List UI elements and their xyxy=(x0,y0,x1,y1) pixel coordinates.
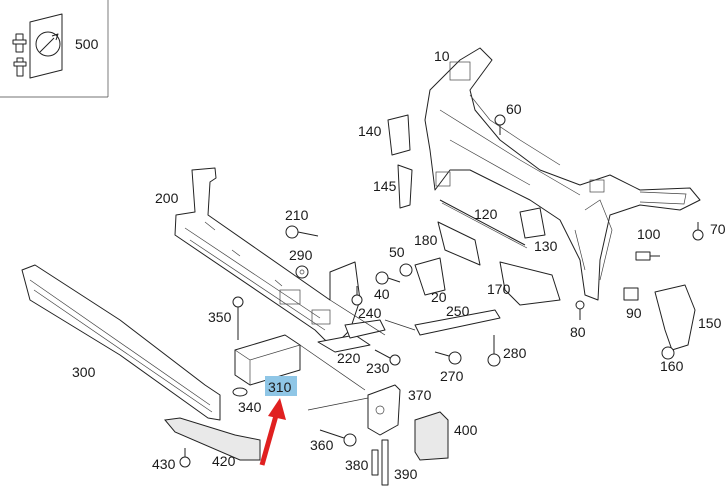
bolt-380 xyxy=(371,449,379,476)
label-145: 145 xyxy=(373,178,397,194)
red-arrow-icon xyxy=(259,398,286,466)
part-370-bracket xyxy=(367,384,401,436)
fastener-260 xyxy=(351,286,363,306)
part-310-crash-box xyxy=(234,334,301,386)
fastener-100 xyxy=(635,251,660,261)
part-120-strip xyxy=(439,199,528,249)
part-300-bumper-beam xyxy=(21,264,221,421)
part-310-highlight xyxy=(265,376,297,396)
part-160-clip xyxy=(661,346,675,360)
part-labels: 500 10 60 140 145 200 210 120 70 180 130… xyxy=(72,36,726,482)
bolt-390 xyxy=(381,439,389,486)
part-150-air-guide xyxy=(654,284,696,351)
bolt-360 xyxy=(319,429,357,447)
label-160: 160 xyxy=(660,358,684,374)
label-300: 300 xyxy=(72,364,96,380)
label-280: 280 xyxy=(503,345,527,361)
part-170-cover xyxy=(499,261,561,306)
part-250-rail xyxy=(414,309,501,336)
leader-lines xyxy=(299,299,416,411)
label-50: 50 xyxy=(389,244,405,260)
label-70: 70 xyxy=(710,221,726,237)
part-420-lower-beam xyxy=(164,417,261,461)
label-100: 100 xyxy=(637,226,661,242)
label-500: 500 xyxy=(75,36,99,52)
part-130-bracket xyxy=(519,207,546,239)
label-170: 170 xyxy=(487,281,511,297)
label-250: 250 xyxy=(446,303,470,319)
bolt-230 xyxy=(374,349,401,366)
fastener-40 xyxy=(375,271,401,285)
label-420: 420 xyxy=(212,453,236,469)
part-180-bracket xyxy=(437,221,481,266)
label-430: 430 xyxy=(152,456,176,472)
part-200-bumper-carrier xyxy=(174,167,361,346)
label-380: 380 xyxy=(345,457,369,473)
label-310: 310 xyxy=(268,379,292,395)
label-370: 370 xyxy=(408,387,432,403)
label-130: 130 xyxy=(534,238,558,254)
label-230: 230 xyxy=(366,360,390,376)
bolt-280 xyxy=(487,335,501,367)
washer-290 xyxy=(295,265,309,279)
label-150: 150 xyxy=(698,315,722,331)
label-40: 40 xyxy=(374,286,390,302)
fastener-80 xyxy=(575,300,585,320)
label-200: 200 xyxy=(155,190,179,206)
part-90-clip xyxy=(623,287,639,301)
part-20-bracket xyxy=(414,257,446,296)
part-10-radiator-support xyxy=(424,47,701,301)
label-360: 360 xyxy=(310,437,334,453)
part-145-bracket xyxy=(397,164,413,209)
label-90: 90 xyxy=(626,305,642,321)
label-20: 20 xyxy=(431,289,447,305)
bolt-350 xyxy=(232,296,244,340)
inset-box-500 xyxy=(0,0,109,98)
wrench-plate-icon xyxy=(29,13,63,79)
label-220: 220 xyxy=(337,350,361,366)
bolt-icon xyxy=(12,33,27,77)
washer-340 xyxy=(232,387,248,397)
fastener-70 xyxy=(692,222,704,241)
label-60: 60 xyxy=(506,101,522,117)
bolt-430 xyxy=(179,448,191,468)
label-180: 180 xyxy=(414,232,438,248)
fasteners xyxy=(179,114,704,486)
label-120: 120 xyxy=(474,206,498,222)
label-270: 270 xyxy=(440,368,464,384)
part-220-bracket xyxy=(317,334,371,353)
label-140: 140 xyxy=(358,123,382,139)
label-350: 350 xyxy=(208,309,232,325)
label-210: 210 xyxy=(285,207,309,223)
fastener-270 xyxy=(434,351,462,365)
part-240-bracket xyxy=(344,319,386,339)
fastener-210 xyxy=(285,225,319,239)
fastener-60 xyxy=(494,114,506,135)
label-10: 10 xyxy=(434,48,450,64)
label-400: 400 xyxy=(454,422,478,438)
label-240: 240 xyxy=(358,305,382,321)
label-340: 340 xyxy=(238,399,262,415)
part-140-bracket xyxy=(387,114,411,156)
label-290: 290 xyxy=(289,247,313,263)
part-400-foam xyxy=(414,411,449,461)
label-390: 390 xyxy=(394,466,418,482)
fastener-50 xyxy=(399,263,413,277)
label-80: 80 xyxy=(570,324,586,340)
